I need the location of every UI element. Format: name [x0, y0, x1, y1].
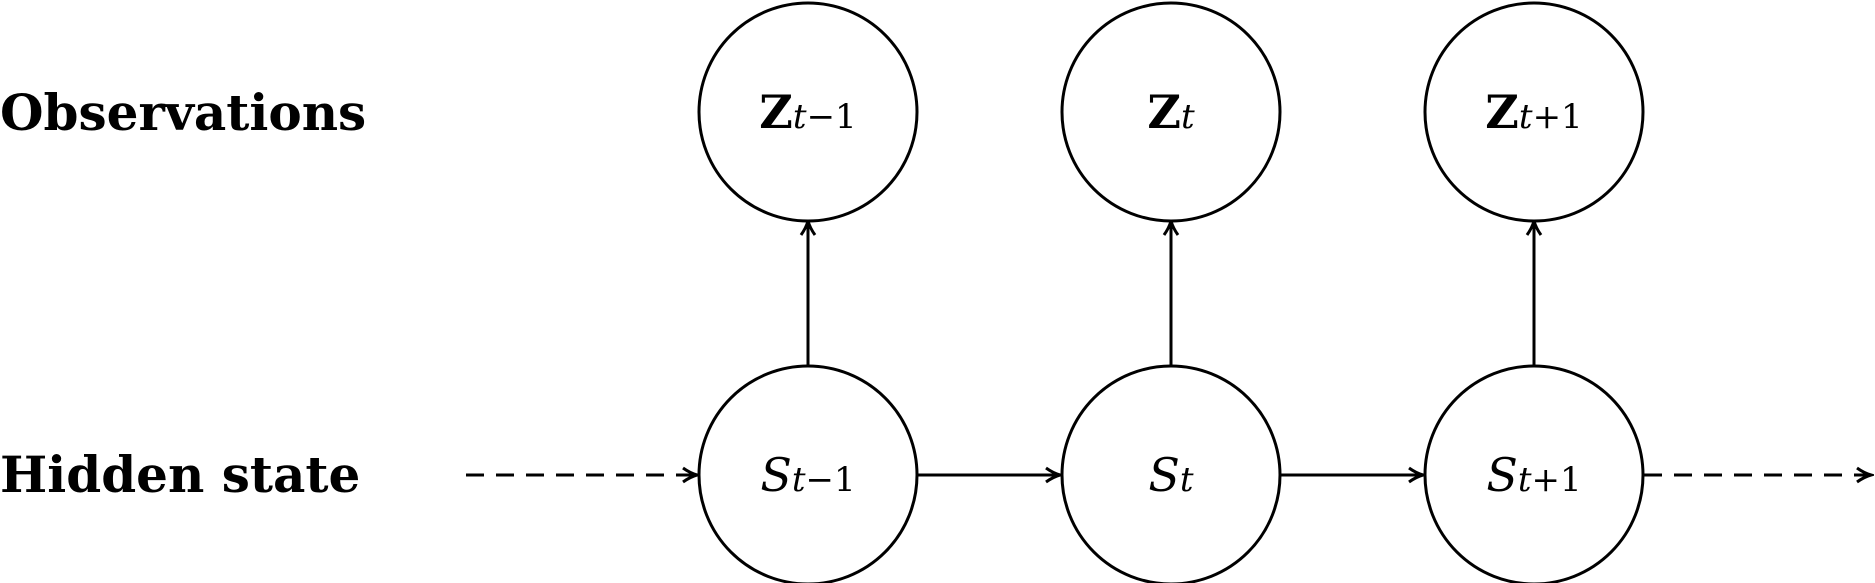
state-node-t: St [1060, 364, 1282, 583]
observation-subscript-var: t [1519, 97, 1533, 137]
observations-row-label: Observations [0, 83, 366, 142]
svg-text:Zt: Zt [1147, 85, 1195, 139]
state-symbol: S [1148, 448, 1180, 502]
observation-symbol: Z [1485, 85, 1519, 139]
state-symbol: S [760, 448, 792, 502]
state-subscript-offset: −1 [806, 460, 856, 500]
svg-text:St−1: St−1 [760, 448, 855, 502]
observation-node-t: Zt [1060, 1, 1282, 223]
svg-text:Zt+1: Zt+1 [1485, 85, 1582, 139]
hidden-state-row-label: Hidden state [0, 445, 360, 504]
svg-text:St: St [1148, 448, 1194, 502]
state-symbol: S [1486, 448, 1518, 502]
state-subscript-var: t [792, 460, 806, 500]
observation-node-t-minus-1: Zt−1 [697, 1, 919, 223]
observation-subscript-offset: +1 [1533, 97, 1583, 137]
state-node-t-minus-1: St−1 [697, 364, 919, 583]
observation-node-t-plus-1: Zt+1 [1423, 1, 1645, 223]
observation-subscript-var: t [1181, 97, 1195, 137]
state-subscript-offset: +1 [1532, 460, 1582, 500]
observation-subscript-var: t [793, 97, 807, 137]
observation-subscript-offset: −1 [807, 97, 857, 137]
observation-symbol: Z [759, 85, 793, 139]
state-node-t-plus-1: St+1 [1423, 364, 1645, 583]
observation-symbol: Z [1147, 85, 1181, 139]
state-subscript-var: t [1518, 460, 1532, 500]
svg-text:St+1: St+1 [1486, 448, 1581, 502]
svg-text:Zt−1: Zt−1 [759, 85, 856, 139]
state-subscript-var: t [1180, 460, 1194, 500]
